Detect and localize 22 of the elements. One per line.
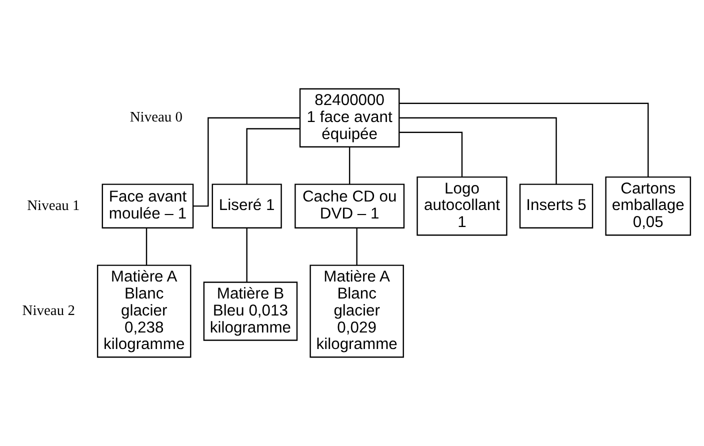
- connector: [146, 228, 148, 266]
- node-box: Matière B Bleu 0,013 kilogramme: [203, 282, 298, 341]
- node-box: Inserts 5: [519, 184, 594, 228]
- connector: [399, 132, 463, 177]
- connector: [246, 128, 300, 184]
- node-box: Liseré 1: [212, 184, 282, 228]
- connector: [246, 228, 248, 282]
- label: Niveau 0: [130, 110, 183, 126]
- connector: [400, 117, 557, 184]
- node-box: Logo autocollant 1: [416, 176, 508, 236]
- label: Niveau 2: [22, 302, 75, 319]
- label: Niveau 1: [27, 198, 80, 214]
- connector: [356, 228, 358, 266]
- node-box: Matière A Blanc glacier 0,029 kilogramme: [310, 264, 404, 358]
- connector: [193, 117, 300, 207]
- connector: [399, 102, 649, 177]
- connector: [348, 147, 350, 184]
- node-box: Cache CD ou DVD – 1: [294, 184, 405, 228]
- node-box: Cartons emballage 0,05: [605, 176, 692, 236]
- node-box: Face avant moulée – 1: [102, 184, 194, 228]
- node-box: Matière A Blanc glacier 0,238 kilogramme: [96, 264, 192, 358]
- node-box: 82400000 1 face avant équipée: [299, 88, 400, 148]
